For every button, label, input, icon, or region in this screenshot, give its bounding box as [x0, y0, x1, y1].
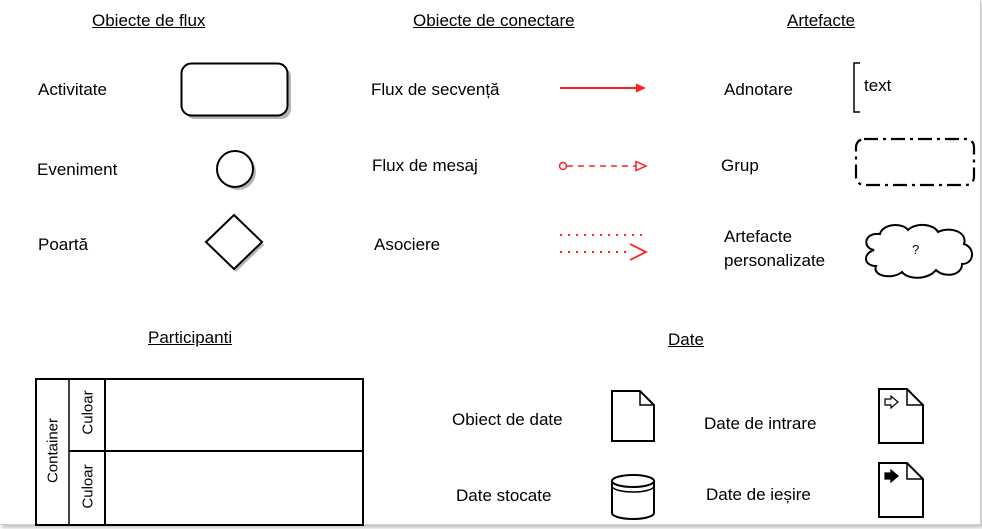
annotation-text: text	[864, 76, 892, 95]
custom-artifact-label-line1: Artefacte	[724, 227, 793, 246]
pool-container-label: Container	[44, 417, 62, 484]
group-label: Grup	[721, 156, 759, 175]
sequence-flow-arrow	[560, 83, 646, 93]
custom-artifact-cloud	[865, 224, 973, 279]
group-shape	[854, 137, 976, 187]
event-label: Eveniment	[37, 160, 118, 179]
data-object-label: Obiect de date	[452, 410, 563, 429]
annotation-label: Adnotare	[724, 80, 793, 99]
association-line	[560, 234, 649, 261]
data-output-label: Date de ieșire	[706, 485, 811, 504]
lane-bottom-label: Culoar	[79, 464, 97, 509]
sequence-flow-label: Flux de secvență	[371, 80, 500, 99]
header-artifacts: Artefacte	[787, 11, 856, 30]
data-output-shape	[878, 462, 924, 518]
header-participants: Participanti	[148, 328, 233, 347]
header-connecting-objects: Obiecte de conectare	[413, 11, 575, 30]
data-object-shape	[611, 390, 655, 442]
data-store-label: Date stocate	[456, 486, 552, 505]
data-input-shape	[878, 388, 924, 444]
custom-artifact-symbol: ?	[912, 242, 920, 257]
custom-artifact-label-line2: personalizate	[724, 251, 826, 270]
data-store-shape	[611, 474, 655, 520]
lane-top-label: Culoar	[79, 390, 97, 435]
activity-label: Activitate	[38, 80, 107, 99]
activity-shape	[180, 62, 291, 119]
association-label: Asociere	[374, 235, 441, 254]
message-flow-label: Flux de mesaj	[372, 156, 478, 175]
gateway-shape	[204, 213, 264, 272]
data-input-label: Date de intrare	[704, 414, 817, 433]
gateway-label: Poartă	[38, 235, 89, 254]
event-shape	[216, 150, 256, 190]
annotation-bracket	[853, 62, 860, 113]
message-flow-arrow	[558, 160, 648, 172]
header-data: Date	[668, 330, 704, 349]
pool-shape	[35, 378, 364, 526]
header-flow-objects: Obiecte de flux	[92, 11, 206, 30]
